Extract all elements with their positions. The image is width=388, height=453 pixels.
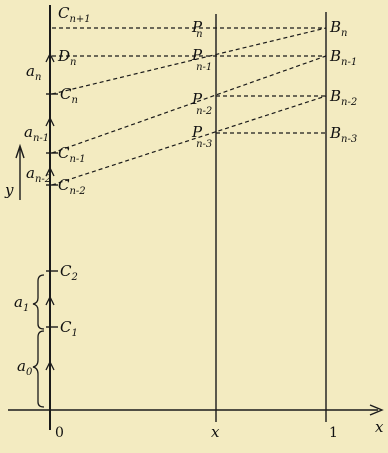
label-Bn: Bn bbox=[329, 18, 347, 39]
arrow-up-icon bbox=[45, 116, 55, 127]
label-C2: C2 bbox=[60, 262, 78, 283]
x-axis-arrow-icon bbox=[369, 404, 384, 416]
label-Cn-2: Cn-2 bbox=[58, 176, 86, 197]
label-Cn+1: Cn+1 bbox=[58, 4, 91, 25]
label-a1: a1 bbox=[14, 293, 29, 314]
label-Dn: Dn bbox=[57, 47, 76, 68]
label-Cn-1: Cn-1 bbox=[58, 144, 86, 165]
label-y: y bbox=[4, 181, 14, 199]
label-Cn: Cn bbox=[60, 85, 78, 106]
label-an: an bbox=[26, 62, 41, 83]
arrow-up-icon bbox=[45, 295, 55, 306]
label-a0: a0 bbox=[17, 357, 33, 378]
arrow-up-icon bbox=[45, 52, 55, 63]
dashed-Cn-Bn bbox=[51, 27, 327, 95]
arrow-up-icon bbox=[45, 166, 55, 177]
label-Bn-1: Bn-1 bbox=[329, 47, 357, 68]
dashed-Cn-2-Bn-2 bbox=[51, 95, 327, 186]
label-origin: 0 bbox=[55, 425, 64, 441]
label-Bn-3: Bn-3 bbox=[329, 124, 357, 145]
label-x-tick: x bbox=[211, 423, 220, 441]
dashed-Cn-1-Bn-1 bbox=[51, 55, 327, 154]
label-x-axis: x bbox=[375, 418, 384, 436]
arrow-up-icon bbox=[45, 360, 55, 371]
brace-a0 bbox=[32, 330, 45, 408]
brace-a1 bbox=[32, 274, 45, 330]
label-an-2: an-2 bbox=[26, 164, 51, 185]
label-Pn: Pn bbox=[191, 18, 203, 40]
label-C1: C1 bbox=[60, 318, 78, 339]
label-Bn-2: Bn-2 bbox=[329, 87, 357, 108]
label-an-1: an-1 bbox=[24, 123, 49, 144]
label-one: 1 bbox=[329, 425, 338, 441]
y-direction-arrow-icon bbox=[15, 143, 25, 159]
